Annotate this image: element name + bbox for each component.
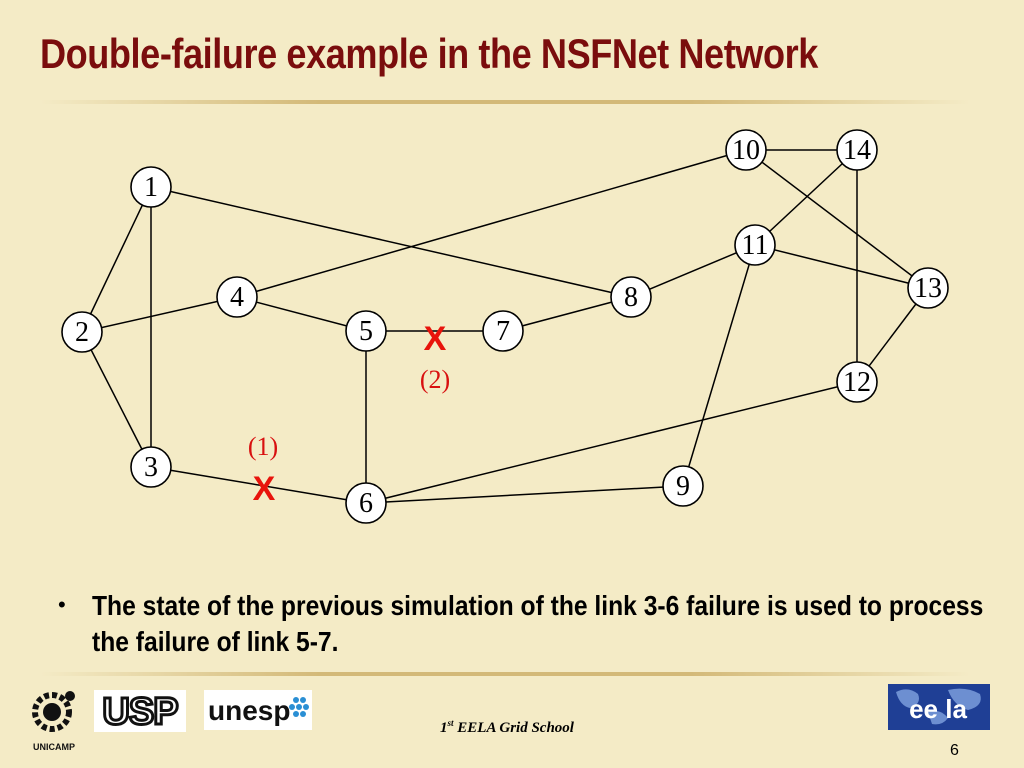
edge-10-13 — [745, 149, 929, 289]
failure-x-mark-5-7: X — [424, 320, 447, 358]
node-label-2: 2 — [75, 317, 89, 348]
page-number: 6 — [950, 742, 959, 759]
node-label-5: 5 — [359, 316, 373, 347]
node-9 — [662, 465, 704, 507]
node-14 — [836, 129, 878, 171]
unicamp-logo-text: UNICAMP — [33, 742, 75, 752]
node-label-3: 3 — [144, 452, 158, 483]
footer-divider — [40, 672, 970, 676]
edge-4-10 — [236, 149, 747, 298]
node-label-14: 14 — [843, 135, 871, 166]
edge-2-4 — [81, 296, 238, 333]
usp-logo-text: USP — [102, 691, 178, 732]
edge-6-12 — [365, 381, 858, 504]
edge-4-5 — [236, 296, 367, 332]
edge-1-8 — [150, 186, 632, 298]
node-label-8: 8 — [624, 282, 638, 313]
node-label-6: 6 — [359, 488, 373, 519]
eela-logo-text: ee la — [909, 694, 967, 724]
title-divider — [40, 100, 970, 104]
edge-9-11 — [682, 244, 756, 487]
node-13 — [907, 267, 949, 309]
node-label-4: 4 — [230, 282, 244, 313]
unesp-logo-text: unesp — [208, 695, 290, 726]
slide-title: Double-failure example in the NSFNet Net… — [40, 30, 818, 77]
node-10 — [725, 129, 767, 171]
node-label-1: 1 — [144, 172, 158, 203]
node-label-7: 7 — [496, 316, 510, 347]
node-5 — [345, 310, 387, 352]
unesp-logo: unesp — [204, 690, 312, 730]
node-1 — [130, 166, 172, 208]
node-11 — [734, 224, 776, 266]
node-6 — [345, 482, 387, 524]
edge-11-14 — [754, 149, 858, 246]
footer-event: 1st EELA Grid School — [440, 718, 574, 736]
node-4 — [216, 276, 258, 318]
edge-7-8 — [502, 296, 632, 332]
edge-1-2 — [81, 186, 152, 333]
edge-3-6 — [150, 466, 367, 504]
usp-logo: USP — [94, 690, 186, 735]
unicamp-logo: UNICAMP — [22, 686, 86, 756]
edge-11-13 — [754, 244, 929, 289]
node-label-12: 12 — [843, 367, 871, 398]
edge-8-11 — [630, 244, 756, 298]
node-12 — [836, 361, 878, 403]
bullet-text: The state of the previous simulation of … — [92, 590, 984, 657]
node-8 — [610, 276, 652, 318]
node-label-13: 13 — [914, 273, 942, 304]
edge-2-3 — [81, 331, 152, 468]
node-2 — [61, 311, 103, 353]
node-label-9: 9 — [676, 471, 690, 502]
node-label-11: 11 — [742, 230, 769, 261]
node-3 — [130, 446, 172, 488]
failure-x-mark-3-6: X — [253, 470, 276, 508]
edges-layer — [81, 149, 929, 504]
failure-label-5-7: (2) — [420, 365, 450, 394]
node-7 — [482, 310, 524, 352]
eela-logo: ee la — [888, 684, 990, 730]
bullet-marker: • — [58, 592, 66, 617]
failure-label-3-6: (1) — [248, 432, 278, 461]
node-label-10: 10 — [732, 135, 760, 166]
failure-marks-layer: X (1) X (2) — [248, 320, 450, 508]
edge-6-9 — [365, 485, 684, 504]
